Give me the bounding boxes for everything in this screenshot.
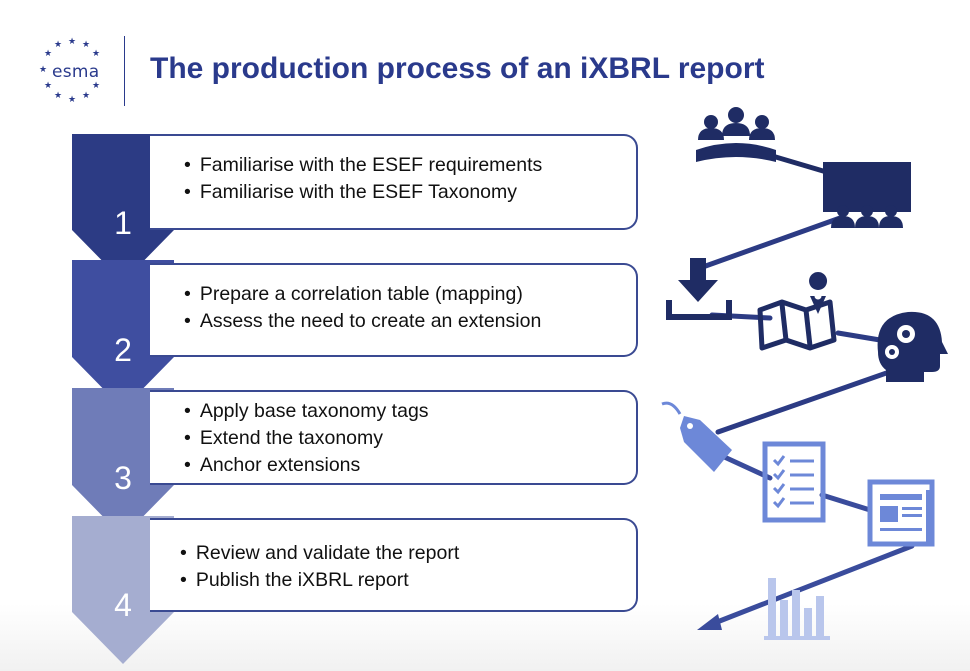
- step-3-item: Apply base taxonomy tags: [184, 398, 636, 425]
- head-gears-icon: [877, 311, 948, 382]
- download-icon: [666, 258, 732, 320]
- step-1-box: Familiarise with the ESEF requirements F…: [150, 134, 638, 230]
- connector-line: [819, 492, 873, 513]
- step-2-item: Prepare a correlation table (mapping): [184, 281, 636, 308]
- connector-line: [717, 452, 773, 481]
- step-2-item: Assess the need to create an extension: [184, 308, 636, 335]
- esma-logo-text: esma: [52, 62, 100, 82]
- arrow-head-icon: [697, 614, 722, 630]
- step-4-number: 4: [114, 587, 132, 623]
- svg-text:★: ★: [92, 81, 100, 91]
- step-4-box: Review and validate the report Publish t…: [150, 518, 638, 612]
- connector-line: [835, 330, 883, 343]
- step-2-box: Prepare a correlation table (mapping) As…: [150, 263, 638, 357]
- step-4-item: Publish the iXBRL report: [180, 567, 636, 594]
- step-3-number: 3: [114, 460, 132, 496]
- svg-text:★: ★: [54, 40, 62, 50]
- svg-text:★: ★: [44, 81, 52, 91]
- page-title: The production process of an iXBRL repor…: [150, 52, 765, 85]
- step-4-item: Review and validate the report: [180, 540, 636, 567]
- step-1-item: Familiarise with the ESEF requirements: [184, 152, 636, 179]
- step-1-number: 1: [114, 205, 132, 241]
- svg-text:★: ★: [39, 65, 47, 75]
- map-pin-icon: [809, 272, 828, 314]
- tag-icon: [661, 401, 732, 472]
- connector-line: [697, 215, 843, 271]
- svg-text:★: ★: [82, 91, 90, 101]
- connector-line: [709, 543, 915, 627]
- svg-text:★: ★: [82, 40, 90, 50]
- svg-text:★: ★: [54, 91, 62, 101]
- map-icon: [757, 299, 837, 351]
- checklist-icon: [762, 441, 826, 523]
- svg-text:★: ★: [68, 95, 76, 105]
- eu-stars-logo-icon: ★ ★ ★ ★ ★ ★ ★ ★ ★ ★ ★: [39, 37, 100, 105]
- header-divider: [124, 36, 125, 106]
- step-1-item: Familiarise with the ESEF Taxonomy: [184, 179, 636, 206]
- meeting-icon: [696, 107, 776, 162]
- connector-line: [715, 367, 898, 435]
- newspaper-icon: [867, 479, 935, 547]
- step-3-box: Apply base taxonomy tags Extend the taxo…: [150, 390, 638, 485]
- step-3-item: Extend the taxonomy: [184, 425, 636, 452]
- bar-chart-icon: [764, 578, 830, 640]
- presentation-icon: [823, 162, 911, 228]
- step-2-number: 2: [114, 332, 132, 368]
- step-3-item: Anchor extensions: [184, 452, 636, 479]
- svg-text:★: ★: [68, 37, 76, 47]
- svg-text:★: ★: [44, 49, 52, 59]
- svg-text:★: ★: [92, 49, 100, 59]
